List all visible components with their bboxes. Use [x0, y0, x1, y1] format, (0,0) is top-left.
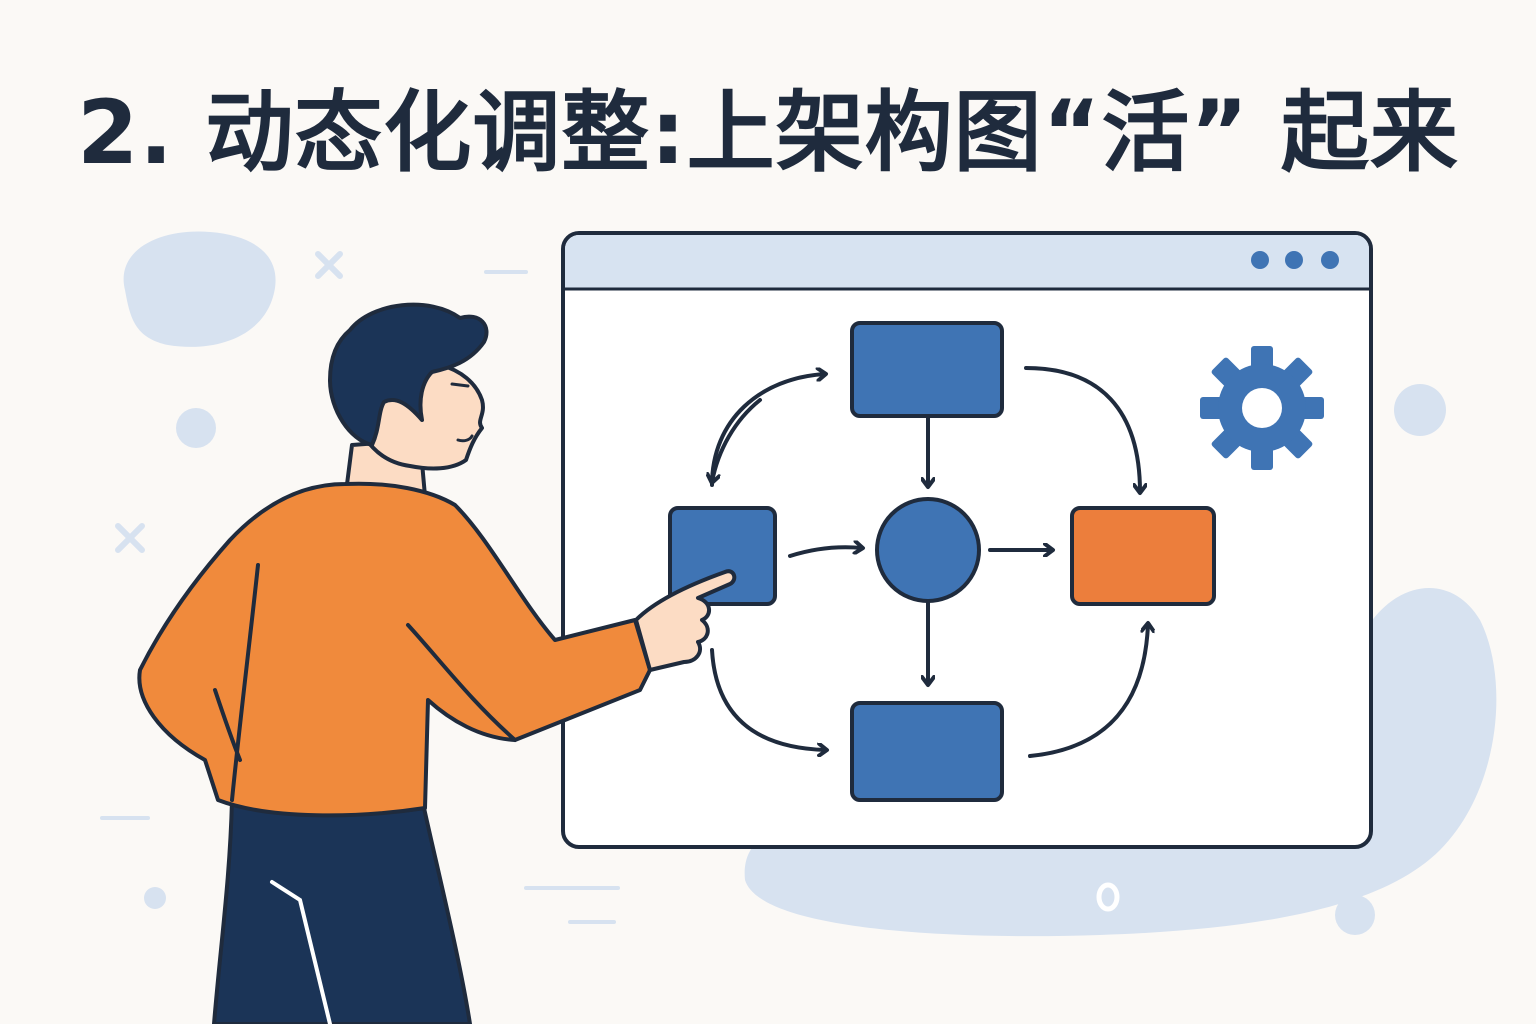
cross-icon: [315, 251, 343, 279]
arrow-curve-left-to-top: [710, 374, 825, 487]
decor-dot: [144, 887, 166, 909]
app-window: [561, 231, 1373, 849]
decor-blob-top-left: [123, 231, 276, 347]
node-center[interactable]: [875, 497, 981, 603]
arrow-curve-left-to-bottom: [710, 648, 826, 750]
decor-ring: [1096, 882, 1120, 912]
person-shirt: [137, 481, 652, 818]
flow-diagram: [668, 321, 1216, 802]
connector-arrows: [710, 366, 1148, 758]
gear-icon[interactable]: [1200, 346, 1324, 470]
arrow-curve-left-back: [712, 398, 762, 482]
arrow-curve-bottom-to-right: [1028, 624, 1148, 758]
node-left[interactable]: [668, 506, 777, 606]
three-dot-icon[interactable]: [1251, 251, 1339, 269]
decor-dot: [1335, 895, 1375, 935]
node-right-highlighted[interactable]: [1070, 506, 1216, 606]
node-top[interactable]: [850, 321, 1004, 418]
person-hair: [328, 302, 489, 447]
node-bottom[interactable]: [850, 701, 1004, 802]
person-trousers: [211, 797, 473, 1024]
window-titlebar: [565, 235, 1369, 288]
person-pointing-hand: [634, 569, 737, 672]
arrow-curve-top-to-right: [1024, 366, 1140, 492]
person-illustration: [137, 302, 737, 1024]
decor-dot: [1394, 384, 1446, 436]
decor-dot: [176, 408, 216, 448]
arrow-left-to-center: [788, 547, 862, 558]
page-title: 2. 动态化调整:上架构图“活” 起来: [77, 81, 1459, 184]
cross-icon: [115, 523, 145, 553]
